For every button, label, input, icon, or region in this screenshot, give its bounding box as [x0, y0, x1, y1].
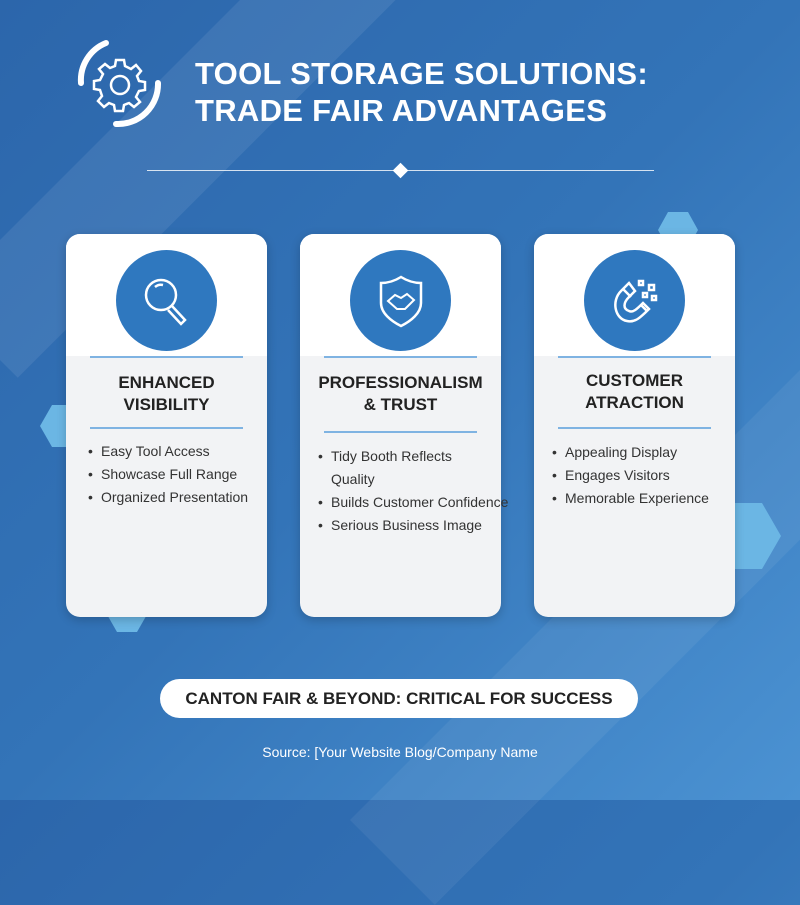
divider — [90, 356, 243, 358]
shield-handshake-icon — [350, 250, 451, 351]
diamond-ornament — [392, 162, 409, 179]
list-item: Tidy Booth Reflects Quality — [318, 445, 468, 491]
benefit-list: Appealing Display Engages Visitors Memor… — [552, 441, 735, 510]
divider — [324, 356, 477, 358]
list-item: Appealing Display — [552, 441, 735, 464]
divider — [324, 431, 477, 433]
magnet-icon — [584, 250, 685, 351]
page-title: TOOL STORAGE SOLUTIONS: TRADE FAIR ADVAN… — [195, 55, 648, 129]
title-line-1: TOOL STORAGE SOLUTIONS: — [195, 56, 648, 91]
list-item: Showcase Full Range — [88, 463, 267, 486]
list-item: Engages Visitors — [552, 464, 735, 487]
list-item: Easy Tool Access — [88, 440, 267, 463]
benefit-list: Easy Tool Access Showcase Full Range Org… — [88, 440, 267, 509]
card-professionalism-trust: PROFESSIONALISM& TRUST Tidy Booth Reflec… — [300, 234, 508, 617]
source-text: Source: [Your Website Blog/Company Name — [262, 744, 538, 760]
list-item: Builds Customer Confidence — [318, 491, 533, 514]
card-title: PROFESSIONALISM& TRUST — [318, 373, 483, 414]
banner: CANTON FAIR & BEYOND: CRITICAL FOR SUCCE… — [160, 679, 638, 718]
magnifier-icon — [116, 250, 217, 351]
divider — [558, 427, 711, 429]
list-item: Serious Business Image — [318, 514, 533, 537]
divider — [558, 356, 711, 358]
gear-icon — [76, 38, 166, 133]
benefit-list: Tidy Booth Reflects Quality Builds Custo… — [318, 445, 533, 537]
list-item: Memorable Experience — [552, 487, 735, 510]
title-line-2: TRADE FAIR ADVANTAGES — [195, 93, 608, 128]
list-item: Organized Presentation — [88, 486, 267, 509]
divider — [90, 427, 243, 429]
